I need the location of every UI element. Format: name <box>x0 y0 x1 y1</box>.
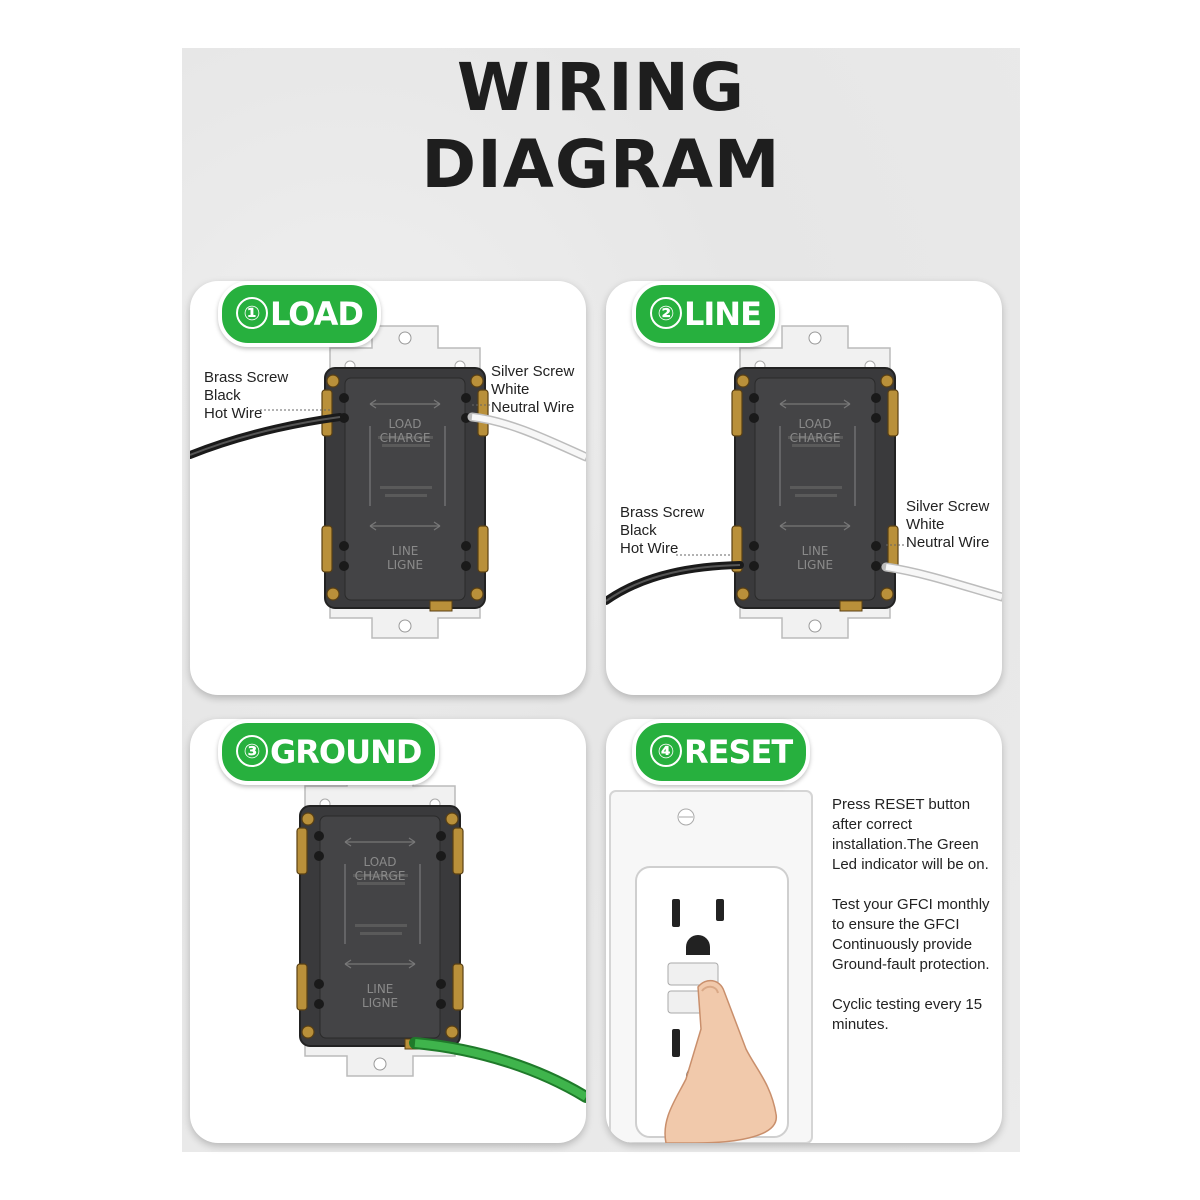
diagram-title-line1: WIRING <box>456 49 746 126</box>
gfci-outlet-front <box>609 790 813 1143</box>
svg-text:LOAD: LOAD <box>799 417 832 431</box>
instruction-press-reset: Press RESET button after correct install… <box>832 796 989 873</box>
marking-charge: CHARGE <box>380 431 431 445</box>
finger-pressing-reset <box>664 979 777 1143</box>
marking-line: LINE <box>392 544 419 558</box>
panel-reset: Press RESET button after correct install… <box>606 719 1002 1143</box>
svg-text:CHARGE: CHARGE <box>355 869 406 883</box>
svg-text:CHARGE: CHARGE <box>790 431 841 445</box>
marking-load: LOAD <box>389 417 422 431</box>
diagram-title-line2: DIAGRAM <box>421 126 781 203</box>
reset-instructions: Press RESET button after correct install… <box>832 795 1002 1055</box>
test-button[interactable] <box>667 962 719 986</box>
svg-text:LINE: LINE <box>367 982 394 996</box>
svg-text:LINE: LINE <box>802 544 829 558</box>
hot-wire <box>606 561 744 605</box>
ground-wire <box>409 1037 586 1103</box>
gfci-device-load: LOAD CHARGE LINE LIGNE <box>190 325 586 639</box>
gfci-device-line: LOAD CHARGE LINE LIGNE <box>606 325 1002 639</box>
svg-text:LOAD: LOAD <box>364 855 397 869</box>
svg-text:LIGNE: LIGNE <box>797 558 833 572</box>
marking-ligne: LIGNE <box>387 558 423 572</box>
gfci-device-ground: LOAD CHARGE LINE LIGNE <box>296 763 586 1103</box>
svg-text:LIGNE: LIGNE <box>362 996 398 1010</box>
instruction-cyclic-testing: Cyclic testing every 15 minutes. <box>832 996 983 1033</box>
instruction-test-monthly: Test your GFCI monthly to ensure the GFC… <box>832 896 990 973</box>
panel-ground: LOAD CHARGE LINE LIGNE <box>190 719 586 1143</box>
